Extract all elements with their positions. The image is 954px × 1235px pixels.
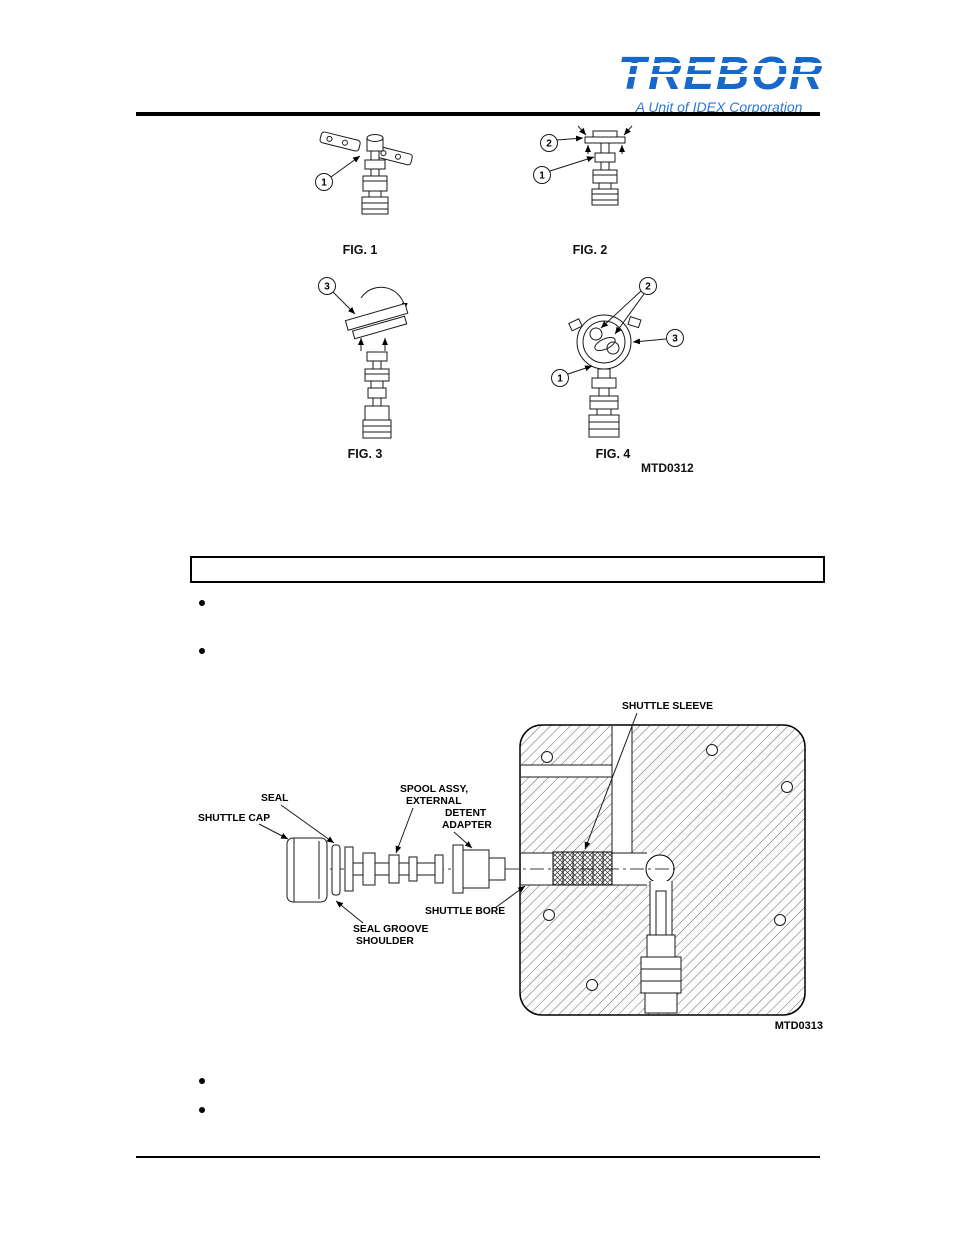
bolt-hole <box>541 751 553 763</box>
svg-text:2: 2 <box>546 139 552 150</box>
svg-text:2: 2 <box>645 282 651 293</box>
valve-assembly <box>588 368 620 438</box>
label-spool-assy-2: EXTERNAL <box>406 796 462 807</box>
svg-text:1: 1 <box>557 374 563 385</box>
label-detent-1: DETENT <box>445 808 487 819</box>
figure-1-drawing: 1 <box>315 131 413 215</box>
svg-text:1: 1 <box>321 178 327 189</box>
svg-text:3: 3 <box>672 334 678 345</box>
bullet <box>199 1078 205 1084</box>
notice-box <box>190 556 825 583</box>
figure-set-code: MTD0312 <box>641 461 694 475</box>
poppet-fitting <box>640 890 682 1014</box>
footer-rule <box>136 1156 820 1158</box>
figure-2-label: FIG. 2 <box>572 243 608 257</box>
diagram-code: MTD0313 <box>775 1020 823 1032</box>
shuttle-cap-part <box>286 837 328 903</box>
callout-2: 2 <box>540 134 558 152</box>
svg-text:3: 3 <box>324 282 330 293</box>
figure-3-label: FIG. 3 <box>347 447 383 461</box>
flange-top-view <box>568 314 642 370</box>
shuttle-assembly-diagram: SHUTTLE SLEEVE SEAL SHUTTLE CAP SPOOL AS… <box>198 701 823 1032</box>
seal-part <box>331 844 341 896</box>
label-seal-groove-1: SEAL GROOVE <box>353 924 428 935</box>
figure-4-drawing: 2 3 1 <box>551 277 684 438</box>
logo-wordmark: TREBOR <box>612 47 831 99</box>
company-logo: TREBOR A Unit of IDEX Corporation <box>612 50 831 115</box>
bolt-hole <box>781 781 793 793</box>
figure-4-label: FIG. 4 <box>595 447 631 461</box>
svg-text:1: 1 <box>539 171 545 182</box>
logo-stripe <box>612 74 831 77</box>
shuttle-sleeve-part <box>552 851 613 886</box>
bolt-hole <box>543 909 555 921</box>
figure-3-drawing: 3 <box>318 277 409 439</box>
callout-3: 3 <box>318 277 336 295</box>
bullet <box>199 600 205 606</box>
bolt-hole <box>706 744 718 756</box>
label-seal: SEAL <box>261 793 288 804</box>
callout-3: 3 <box>666 329 684 347</box>
label-detent-2: ADAPTER <box>442 820 492 831</box>
figure-2-drawing: 2 1 <box>533 125 633 206</box>
logo-tagline: A Unit of IDEX Corporation <box>635 99 803 115</box>
label-shuttle-bore: SHUTTLE BORE <box>425 906 505 917</box>
bolt-hole <box>774 914 786 926</box>
valve-assembly <box>362 351 392 439</box>
label-seal-groove-2: SHOULDER <box>356 936 414 947</box>
callout-2: 2 <box>639 277 657 295</box>
callout-1: 1 <box>315 173 333 191</box>
label-spool-assy-1: SPOOL ASSY, <box>400 784 468 795</box>
logo-text: TREBOR <box>618 47 825 99</box>
valve-assembly <box>591 142 619 206</box>
header-rule <box>136 112 820 116</box>
figure-1-label: FIG. 1 <box>342 243 378 257</box>
label-shuttle-sleeve: SHUTTLE SLEEVE <box>622 701 713 712</box>
cap-plate <box>584 130 626 144</box>
lever-bar <box>344 302 409 340</box>
label-shuttle-cap: SHUTTLE CAP <box>198 813 270 824</box>
bolt-hole <box>586 979 598 991</box>
valve-assembly <box>361 134 389 215</box>
bullet <box>199 648 205 654</box>
detent-adapter-part <box>452 844 506 894</box>
logo-stripe <box>612 63 831 66</box>
bullet <box>199 1107 205 1113</box>
callout-1: 1 <box>533 166 551 184</box>
callout-1: 1 <box>551 369 569 387</box>
clip-part <box>319 131 361 152</box>
spool-assembly-part <box>344 846 444 892</box>
